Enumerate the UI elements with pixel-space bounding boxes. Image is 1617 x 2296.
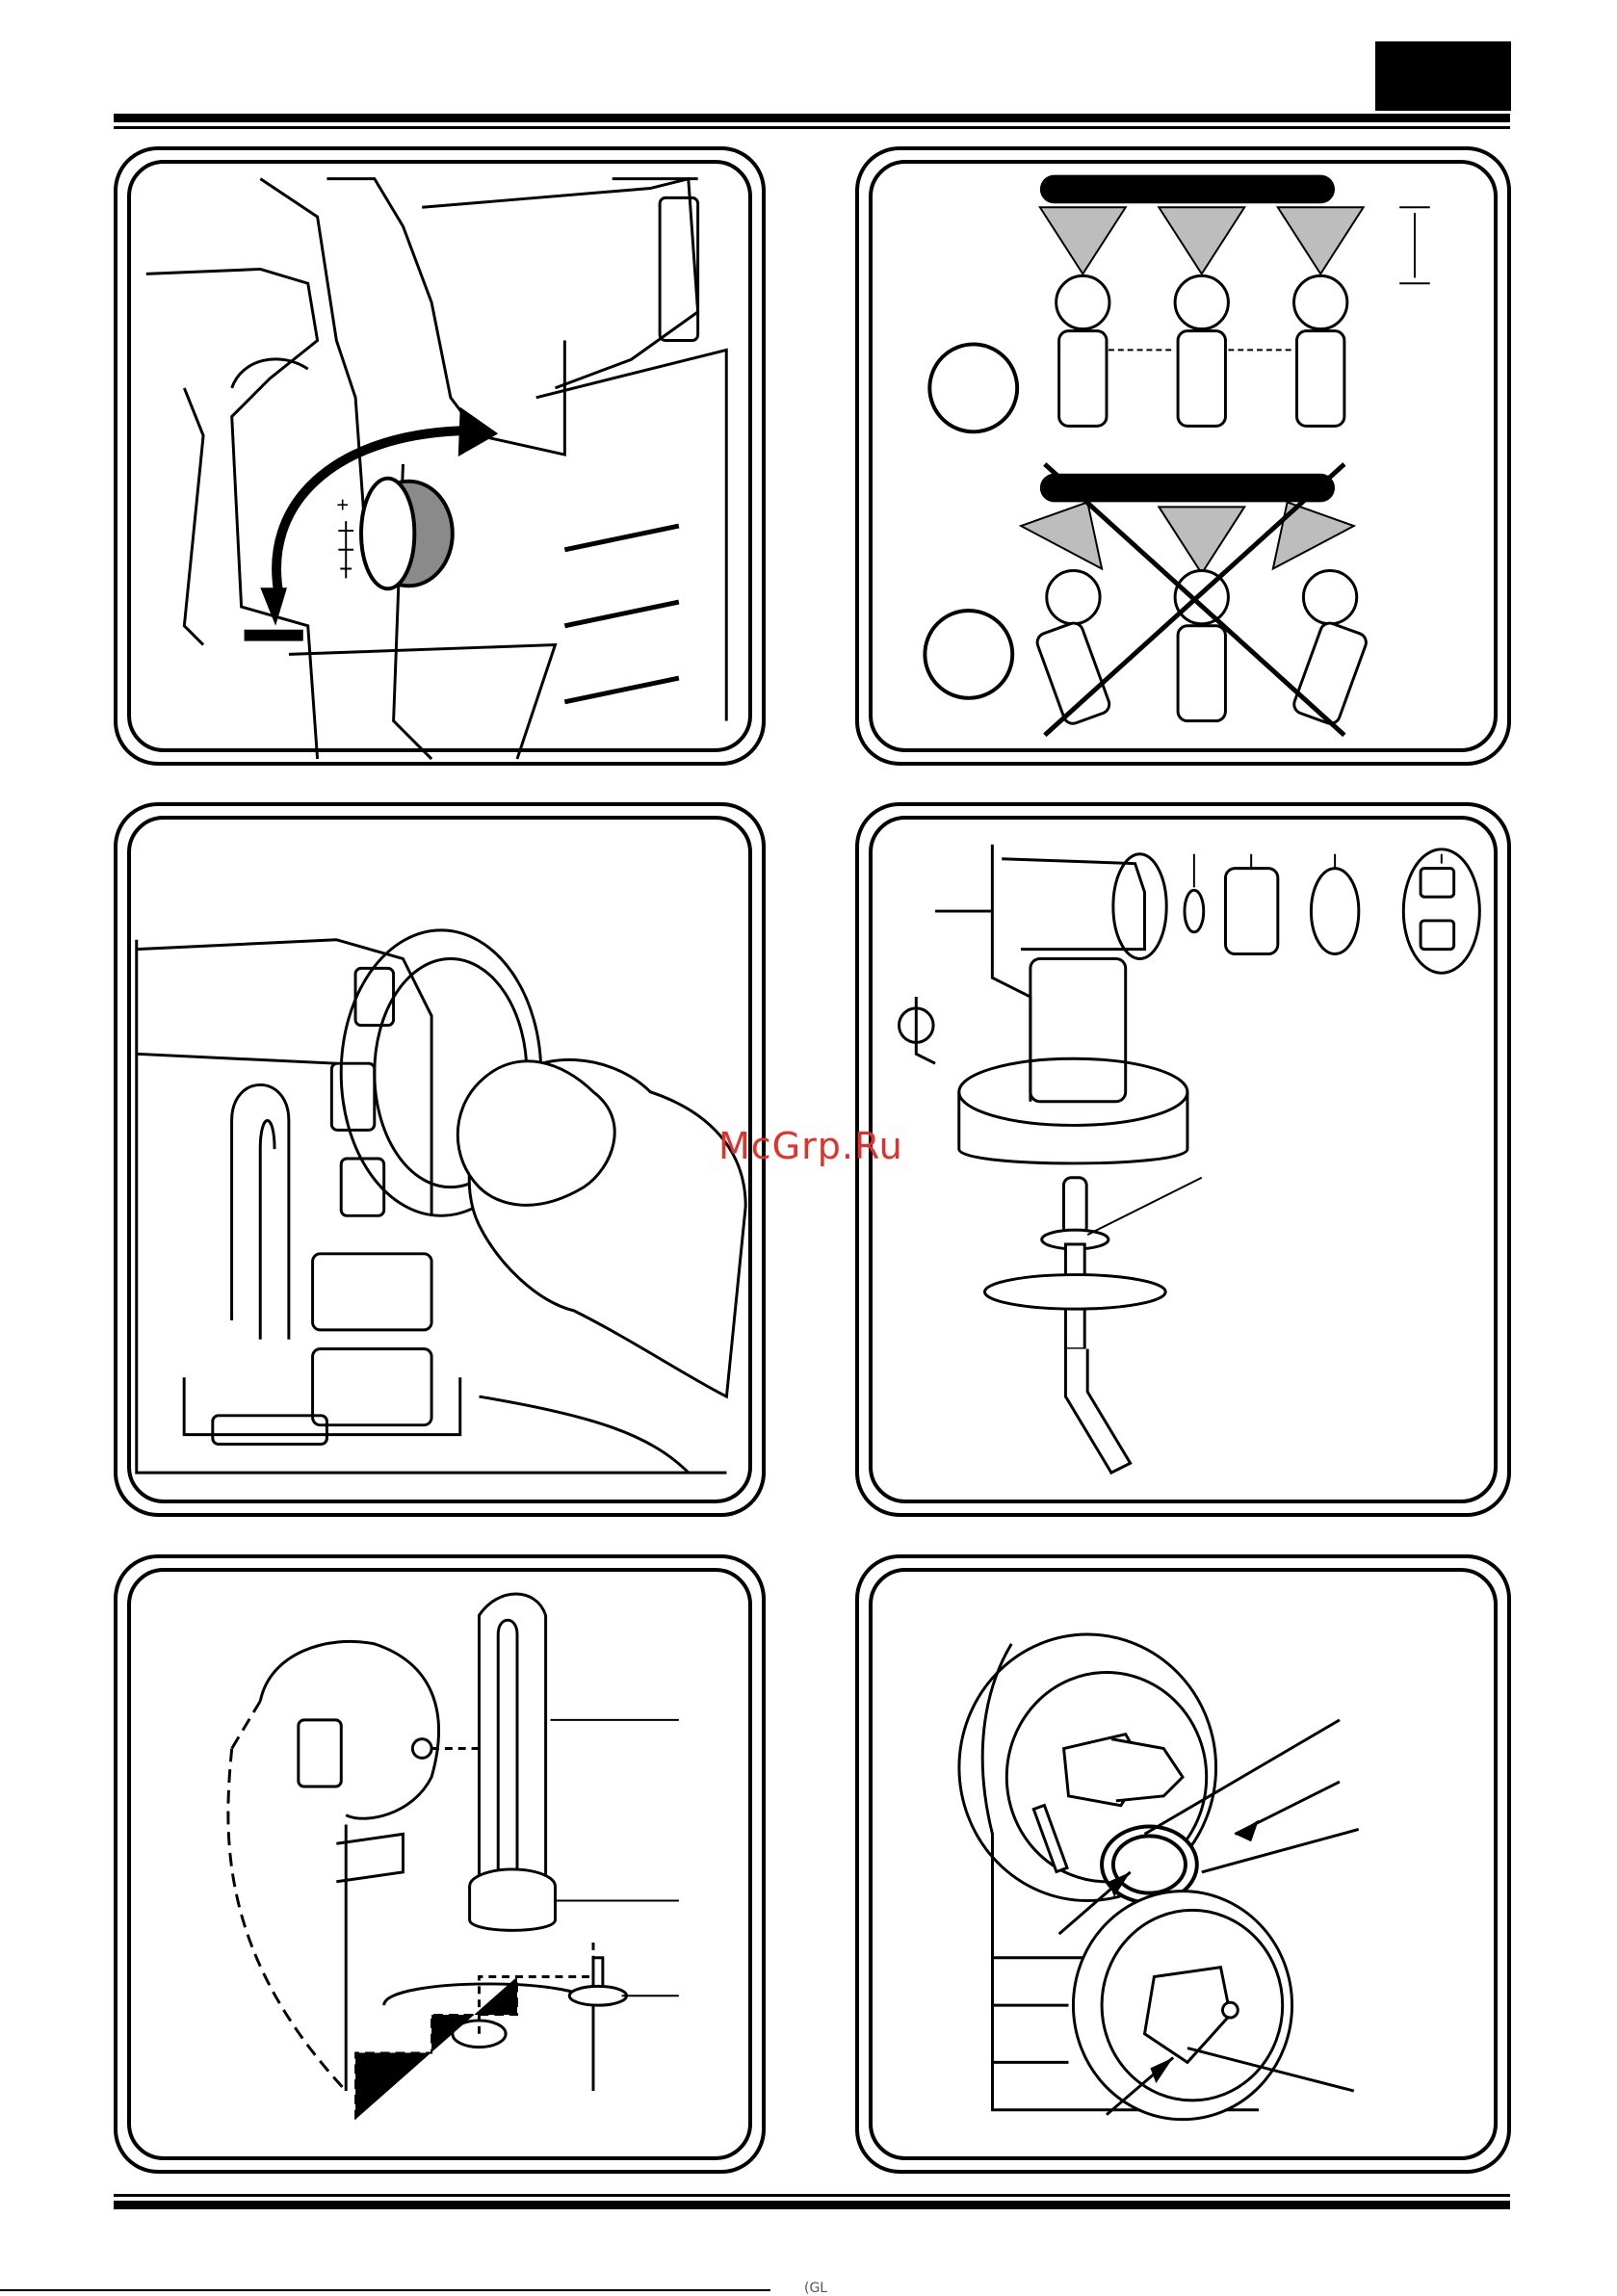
correct-circle-icon bbox=[929, 344, 1017, 431]
suction-tube-icon bbox=[470, 1594, 556, 1930]
panel-clean-nozzle bbox=[114, 802, 766, 1517]
header-rule bbox=[114, 114, 1510, 122]
parts-illustration bbox=[859, 806, 1507, 1513]
page-tab-marker bbox=[1375, 41, 1511, 111]
o-ring-part bbox=[1185, 890, 1204, 931]
footer-rule bbox=[114, 2201, 1510, 2209]
tube-connection-illustration bbox=[117, 1558, 762, 2170]
panel-tube-connection bbox=[114, 1554, 766, 2174]
minus-icon bbox=[245, 630, 303, 641]
watermark-text: McGrp.Ru bbox=[718, 1125, 903, 1167]
header-rule-thin bbox=[114, 126, 1510, 129]
nozzle-assembly-illustration bbox=[859, 1558, 1507, 2170]
surface-bar-top bbox=[1040, 175, 1335, 204]
nozzle-icon bbox=[1225, 869, 1277, 954]
spray-pattern-illustration bbox=[859, 150, 1507, 762]
intake-tube-icon bbox=[984, 1178, 1165, 1473]
panel-dial-adjust: + bbox=[114, 146, 766, 766]
footer-rule-thin bbox=[114, 2194, 1510, 2197]
panel-nozzle-assembly bbox=[855, 1554, 1511, 2174]
incorrect-circle-icon bbox=[925, 611, 1012, 698]
air-cap-part bbox=[1311, 869, 1358, 954]
plus-icon: + bbox=[336, 492, 349, 516]
dashed-line-icon bbox=[355, 1977, 517, 2120]
spray-gun-dial-illustration: + bbox=[117, 150, 762, 762]
spray-gun-icon bbox=[900, 845, 1187, 1163]
panel-spray-pattern bbox=[855, 146, 1511, 766]
cleaning-illustration bbox=[117, 806, 762, 1513]
panel-parts-exploded bbox=[855, 802, 1511, 1517]
page-bottom-line bbox=[0, 2289, 770, 2291]
filter-disc-part bbox=[569, 1958, 626, 2005]
